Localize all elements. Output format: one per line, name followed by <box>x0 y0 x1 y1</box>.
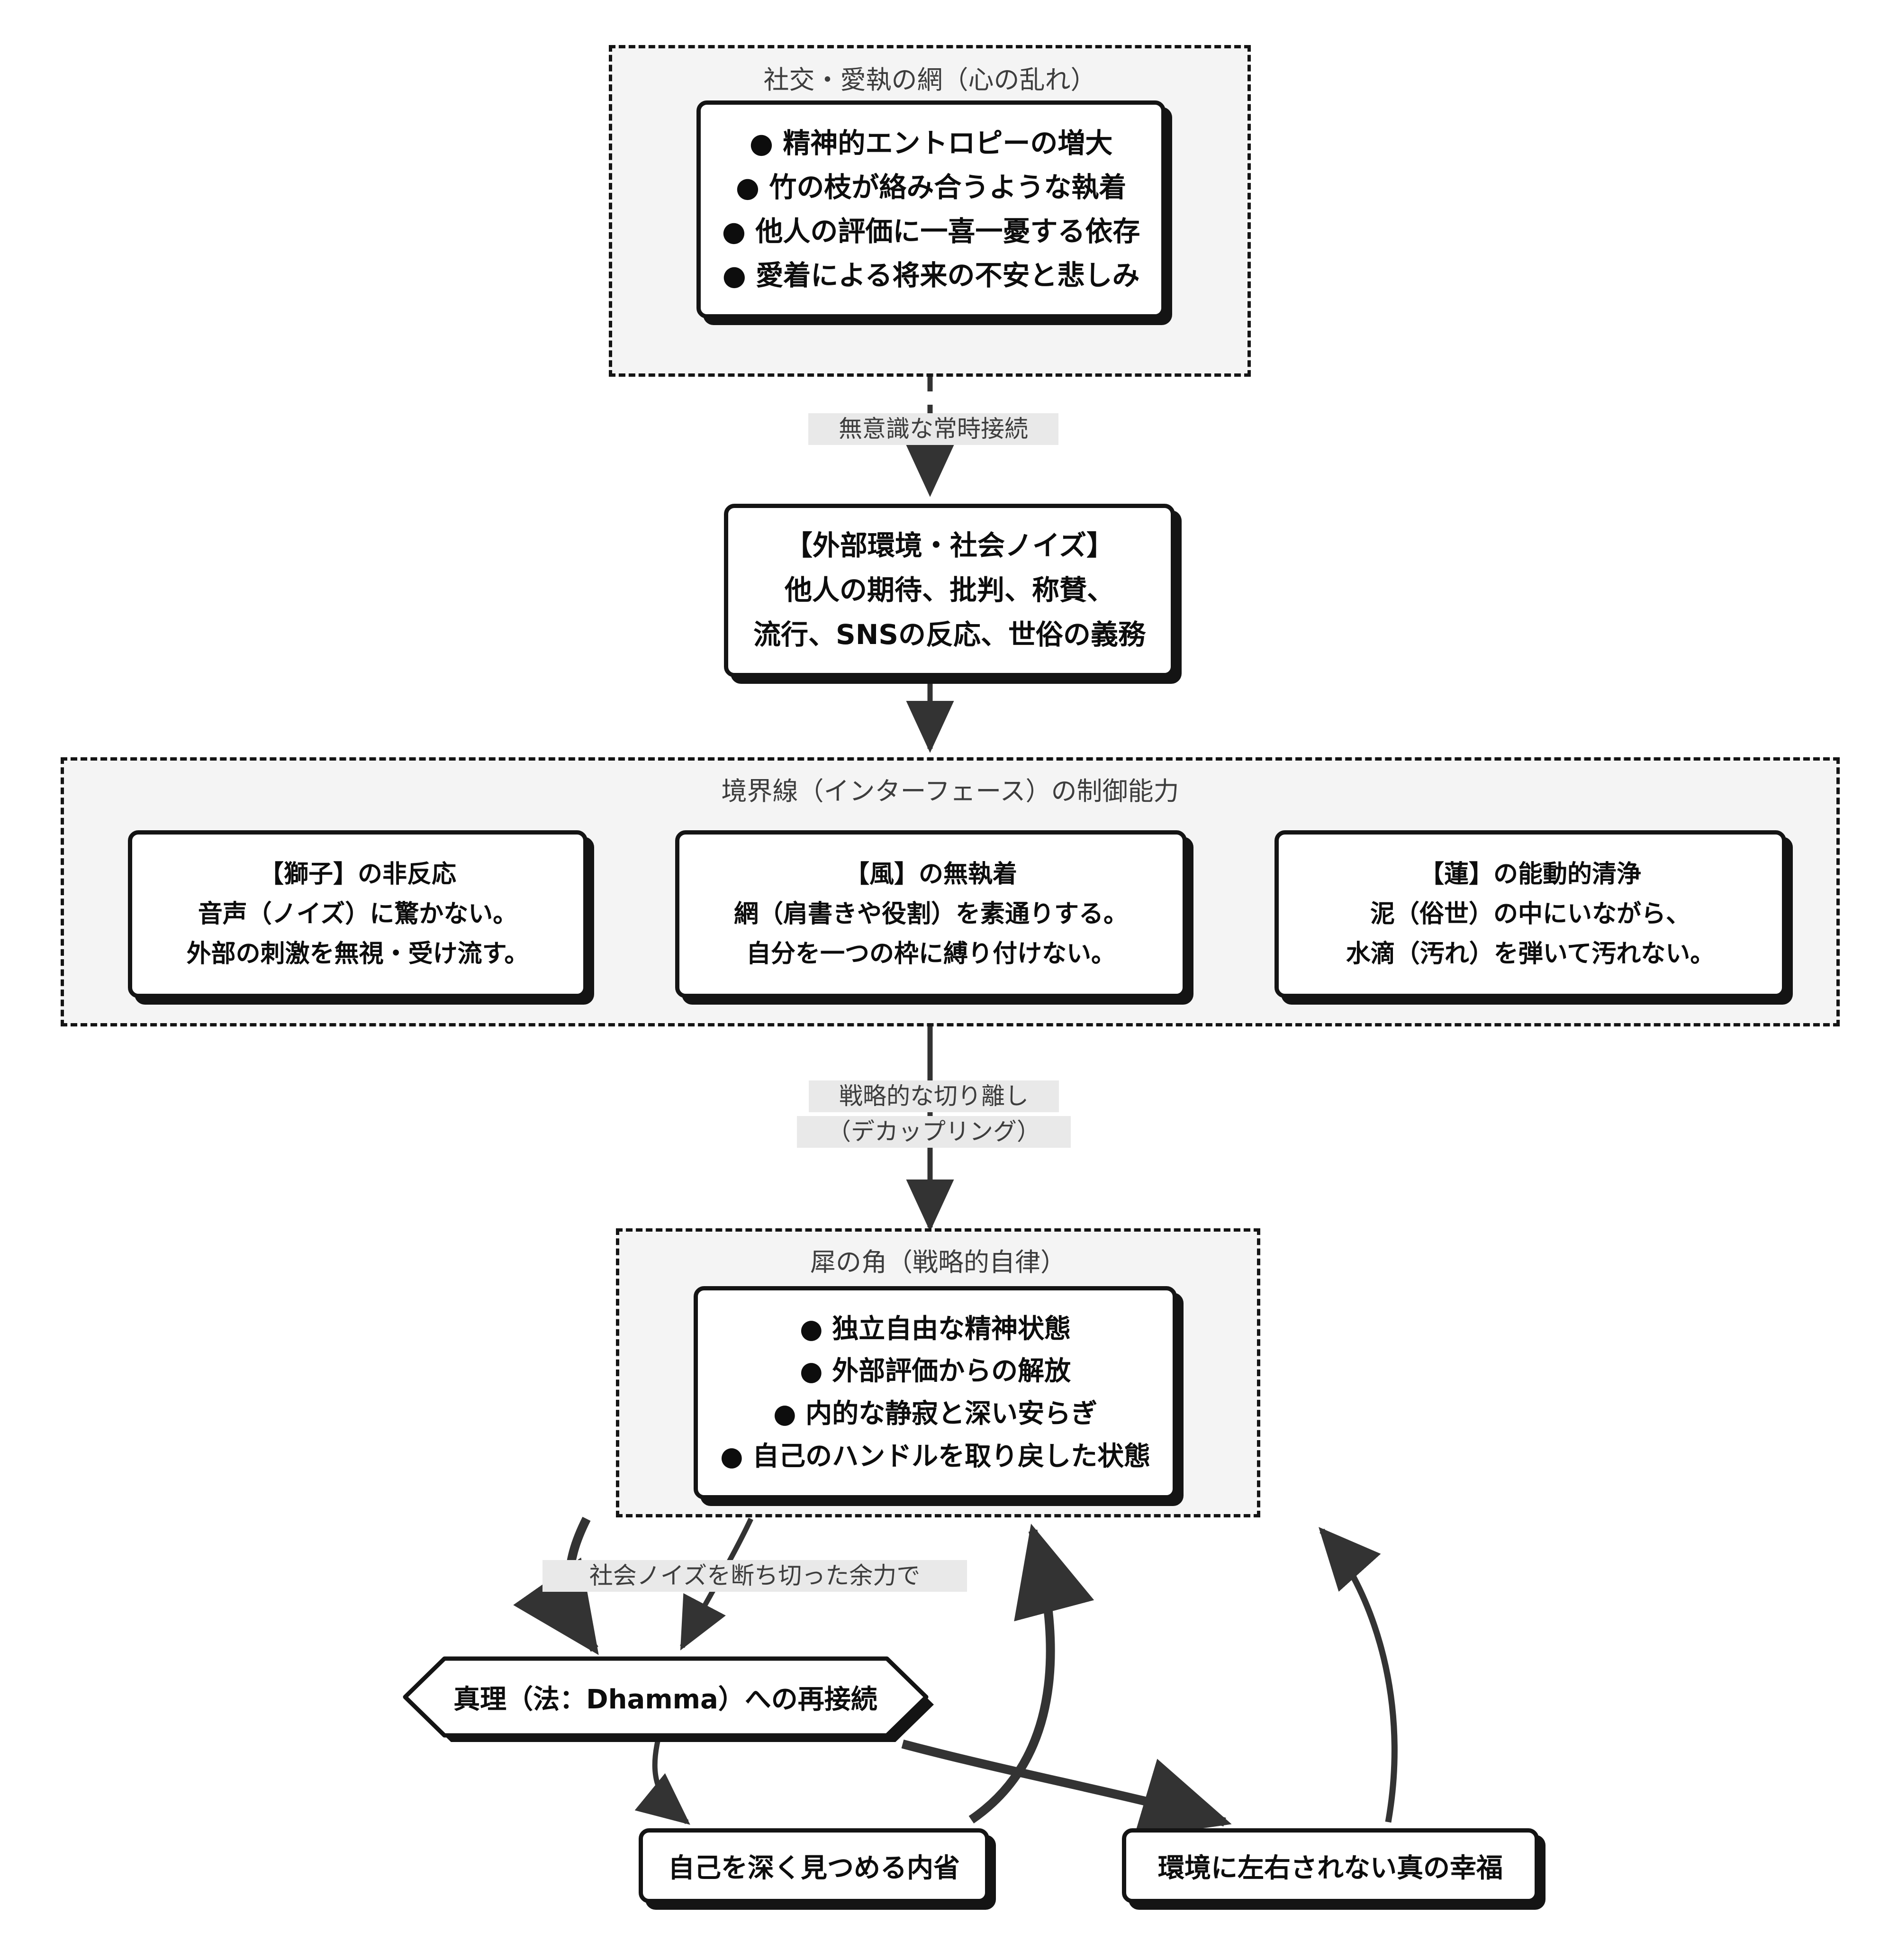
node-wind-nonattachment[interactable]: 【風】の無執着 網（肩書きや役割）を素通りする。 自分を一つの枠に縛り付けない。 <box>675 830 1187 998</box>
edge-dhamma-to-happiness <box>901 1739 1232 1838</box>
edge-label-decoupling-line2: （デカップリング） <box>797 1116 1071 1148</box>
node-introspection-label: 自己を深く見つめる内省 <box>668 1852 960 1884</box>
node-lion-line-3: 外部の刺激を無視・受け流す。 <box>186 940 529 969</box>
node-lotus-purity[interactable]: 【蓮】の能動的清浄 泥（俗世）の中にいながら、 水滴（汚れ）を弾いて汚れない。 <box>1274 830 1786 998</box>
edge-label-social-noise-cut-text: 社会ノイズを断ち切った余力で <box>589 1562 921 1589</box>
node-external-noise[interactable]: 【外部環境・社会ノイズ】 他人の期待、批判、称賛、 流行、SNSの反応、世俗の義… <box>724 504 1175 677</box>
node-attachment-net-line-4: ● 愛着による将来の不安と悲しみ <box>722 259 1140 291</box>
edge-label-social-noise-cut: 社会ノイズを断ち切った余力で <box>542 1560 967 1592</box>
node-lotus-line-2: 泥（俗世）の中にいながら、 <box>1370 899 1690 928</box>
node-dhamma-reconnection[interactable]: 真理（法：Dhamma）への再接続 <box>394 1652 937 1742</box>
node-dhamma-label: 真理（法：Dhamma）への再接続 <box>453 1684 877 1715</box>
subgraph-rhino-horn-title: 犀の角（戦略的自律） <box>810 1247 1066 1277</box>
edge-introspection-to-horn <box>968 1524 1094 1824</box>
node-lion-line-1: 【獅子】の非反応 <box>259 860 456 889</box>
node-attachment-net[interactable]: ● 精神的エントロピーの増大 ● 竹の枝が絡み合うような執着 ● 他人の評価に一… <box>696 100 1166 318</box>
subgraph-attachment-net-title: 社交・愛執の網（心の乱れ） <box>763 65 1096 95</box>
node-wind-line-2: 網（肩書きや役割）を素通りする。 <box>733 899 1128 928</box>
node-rhino-horn-line-3: ● 内的な静寂と深い安らぎ <box>773 1398 1098 1429</box>
edge-label-decoupling-line1: 戦略的な切り離し <box>809 1080 1059 1112</box>
node-true-happiness[interactable]: 環境に左右されない真の幸福 <box>1122 1828 1539 1903</box>
node-rhino-horn[interactable]: ● 独立自由な精神状態 ● 外部評価からの解放 ● 内的な静寂と深い安らぎ ● … <box>694 1286 1177 1499</box>
node-rhino-horn-line-1: ● 独立自由な精神状態 <box>799 1313 1071 1344</box>
node-wind-line-1: 【風】の無執着 <box>844 860 1017 889</box>
node-rhino-horn-line-2: ● 外部評価からの解放 <box>799 1356 1071 1387</box>
node-attachment-net-line-1: ● 精神的エントロピーの増大 <box>749 127 1113 160</box>
edge-dhamma-to-introspection <box>634 1741 690 1825</box>
node-true-happiness-label: 環境に左右されない真の幸福 <box>1158 1852 1503 1884</box>
edge-label-unconscious-connection: 無意識な常時接続 <box>808 413 1058 445</box>
node-lotus-line-3: 水滴（汚れ）を弾いて汚れない。 <box>1346 940 1715 969</box>
node-lion-nonreaction[interactable]: 【獅子】の非反応 音声（ノイズ）に驚かない。 外部の刺激を無視・受け流す。 <box>128 830 587 998</box>
node-lion-line-2: 音声（ノイズ）に驚かない。 <box>198 899 518 928</box>
node-lotus-line-1: 【蓮】の能動的清浄 <box>1419 860 1641 889</box>
node-attachment-net-line-2: ● 竹の枝が絡み合うような執着 <box>735 171 1127 204</box>
node-attachment-net-line-3: ● 他人の評価に一喜一憂する依存 <box>722 215 1140 247</box>
edge-label-decoupling-line2-text: （デカップリング） <box>827 1118 1040 1145</box>
node-wind-line-3: 自分を一つの枠に縛り付けない。 <box>746 940 1116 969</box>
edge-label-unconscious-connection-text: 無意識な常時接続 <box>839 415 1028 443</box>
node-rhino-horn-line-4: ● 自己のハンドルを取り戻した状態 <box>720 1441 1151 1472</box>
node-external-noise-line-2: 他人の期待、批判、称賛、 <box>784 574 1114 607</box>
edge-label-decoupling-line1-text: 戦略的な切り離し <box>839 1082 1029 1110</box>
node-external-noise-line-1: 【外部環境・社会ノイズ】 <box>785 529 1114 562</box>
node-external-noise-line-3: 流行、SNSの反応、世俗の義務 <box>753 618 1146 651</box>
node-dhamma-hexagon-shape <box>403 1656 934 1742</box>
edge-happiness-to-horn <box>1319 1527 1398 1823</box>
node-introspection[interactable]: 自己を深く見つめる内省 <box>639 1828 989 1903</box>
subgraph-boundary-control-title: 境界線（インターフェース）の制御能力 <box>721 776 1179 806</box>
